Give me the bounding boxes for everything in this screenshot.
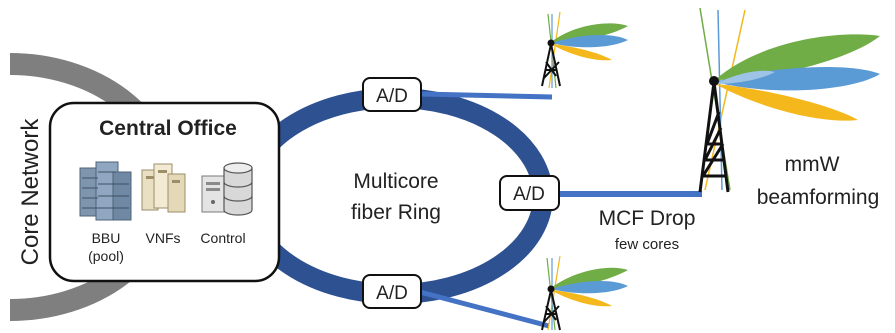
- bbu-label: BBU: [92, 230, 121, 246]
- central-office-title: Central Office: [99, 117, 237, 140]
- add-drop-node-top: A/D: [362, 77, 422, 112]
- few-cores-label: few cores: [615, 236, 679, 253]
- ring-label-line1: Multicore: [353, 170, 438, 193]
- beamforming-label: beamforming: [757, 186, 880, 209]
- add-drop-node-right: A/D: [499, 175, 560, 211]
- server-cluster-icon: [141, 163, 186, 213]
- antenna-tower-icon: [698, 7, 880, 193]
- computer-database-icon: [201, 162, 253, 216]
- antenna-tower-icon: [541, 255, 628, 331]
- drop-fiber-top: [419, 91, 553, 100]
- add-drop-node-bottom: A/D: [362, 274, 422, 309]
- add-drop-label-right: A/D: [513, 184, 545, 205]
- ring-label-line2: fiber Ring: [351, 201, 441, 224]
- antenna-tower-icon: [541, 11, 628, 89]
- vnfs-label: VNFs: [146, 230, 181, 246]
- add-drop-label-bottom: A/D: [376, 283, 408, 304]
- bbu-pool-label: (pool): [88, 248, 124, 264]
- add-drop-label-top: A/D: [376, 86, 408, 107]
- mmw-label: mmW: [785, 153, 840, 176]
- core-network-label: Core Network: [17, 118, 44, 266]
- drop-fiber-bottom: [419, 289, 550, 329]
- multicore-fiber-ring: [237, 88, 553, 304]
- server-rack-icon: [79, 161, 132, 221]
- mcf-drop-label: MCF Drop: [599, 207, 696, 230]
- control-label: Control: [200, 230, 245, 246]
